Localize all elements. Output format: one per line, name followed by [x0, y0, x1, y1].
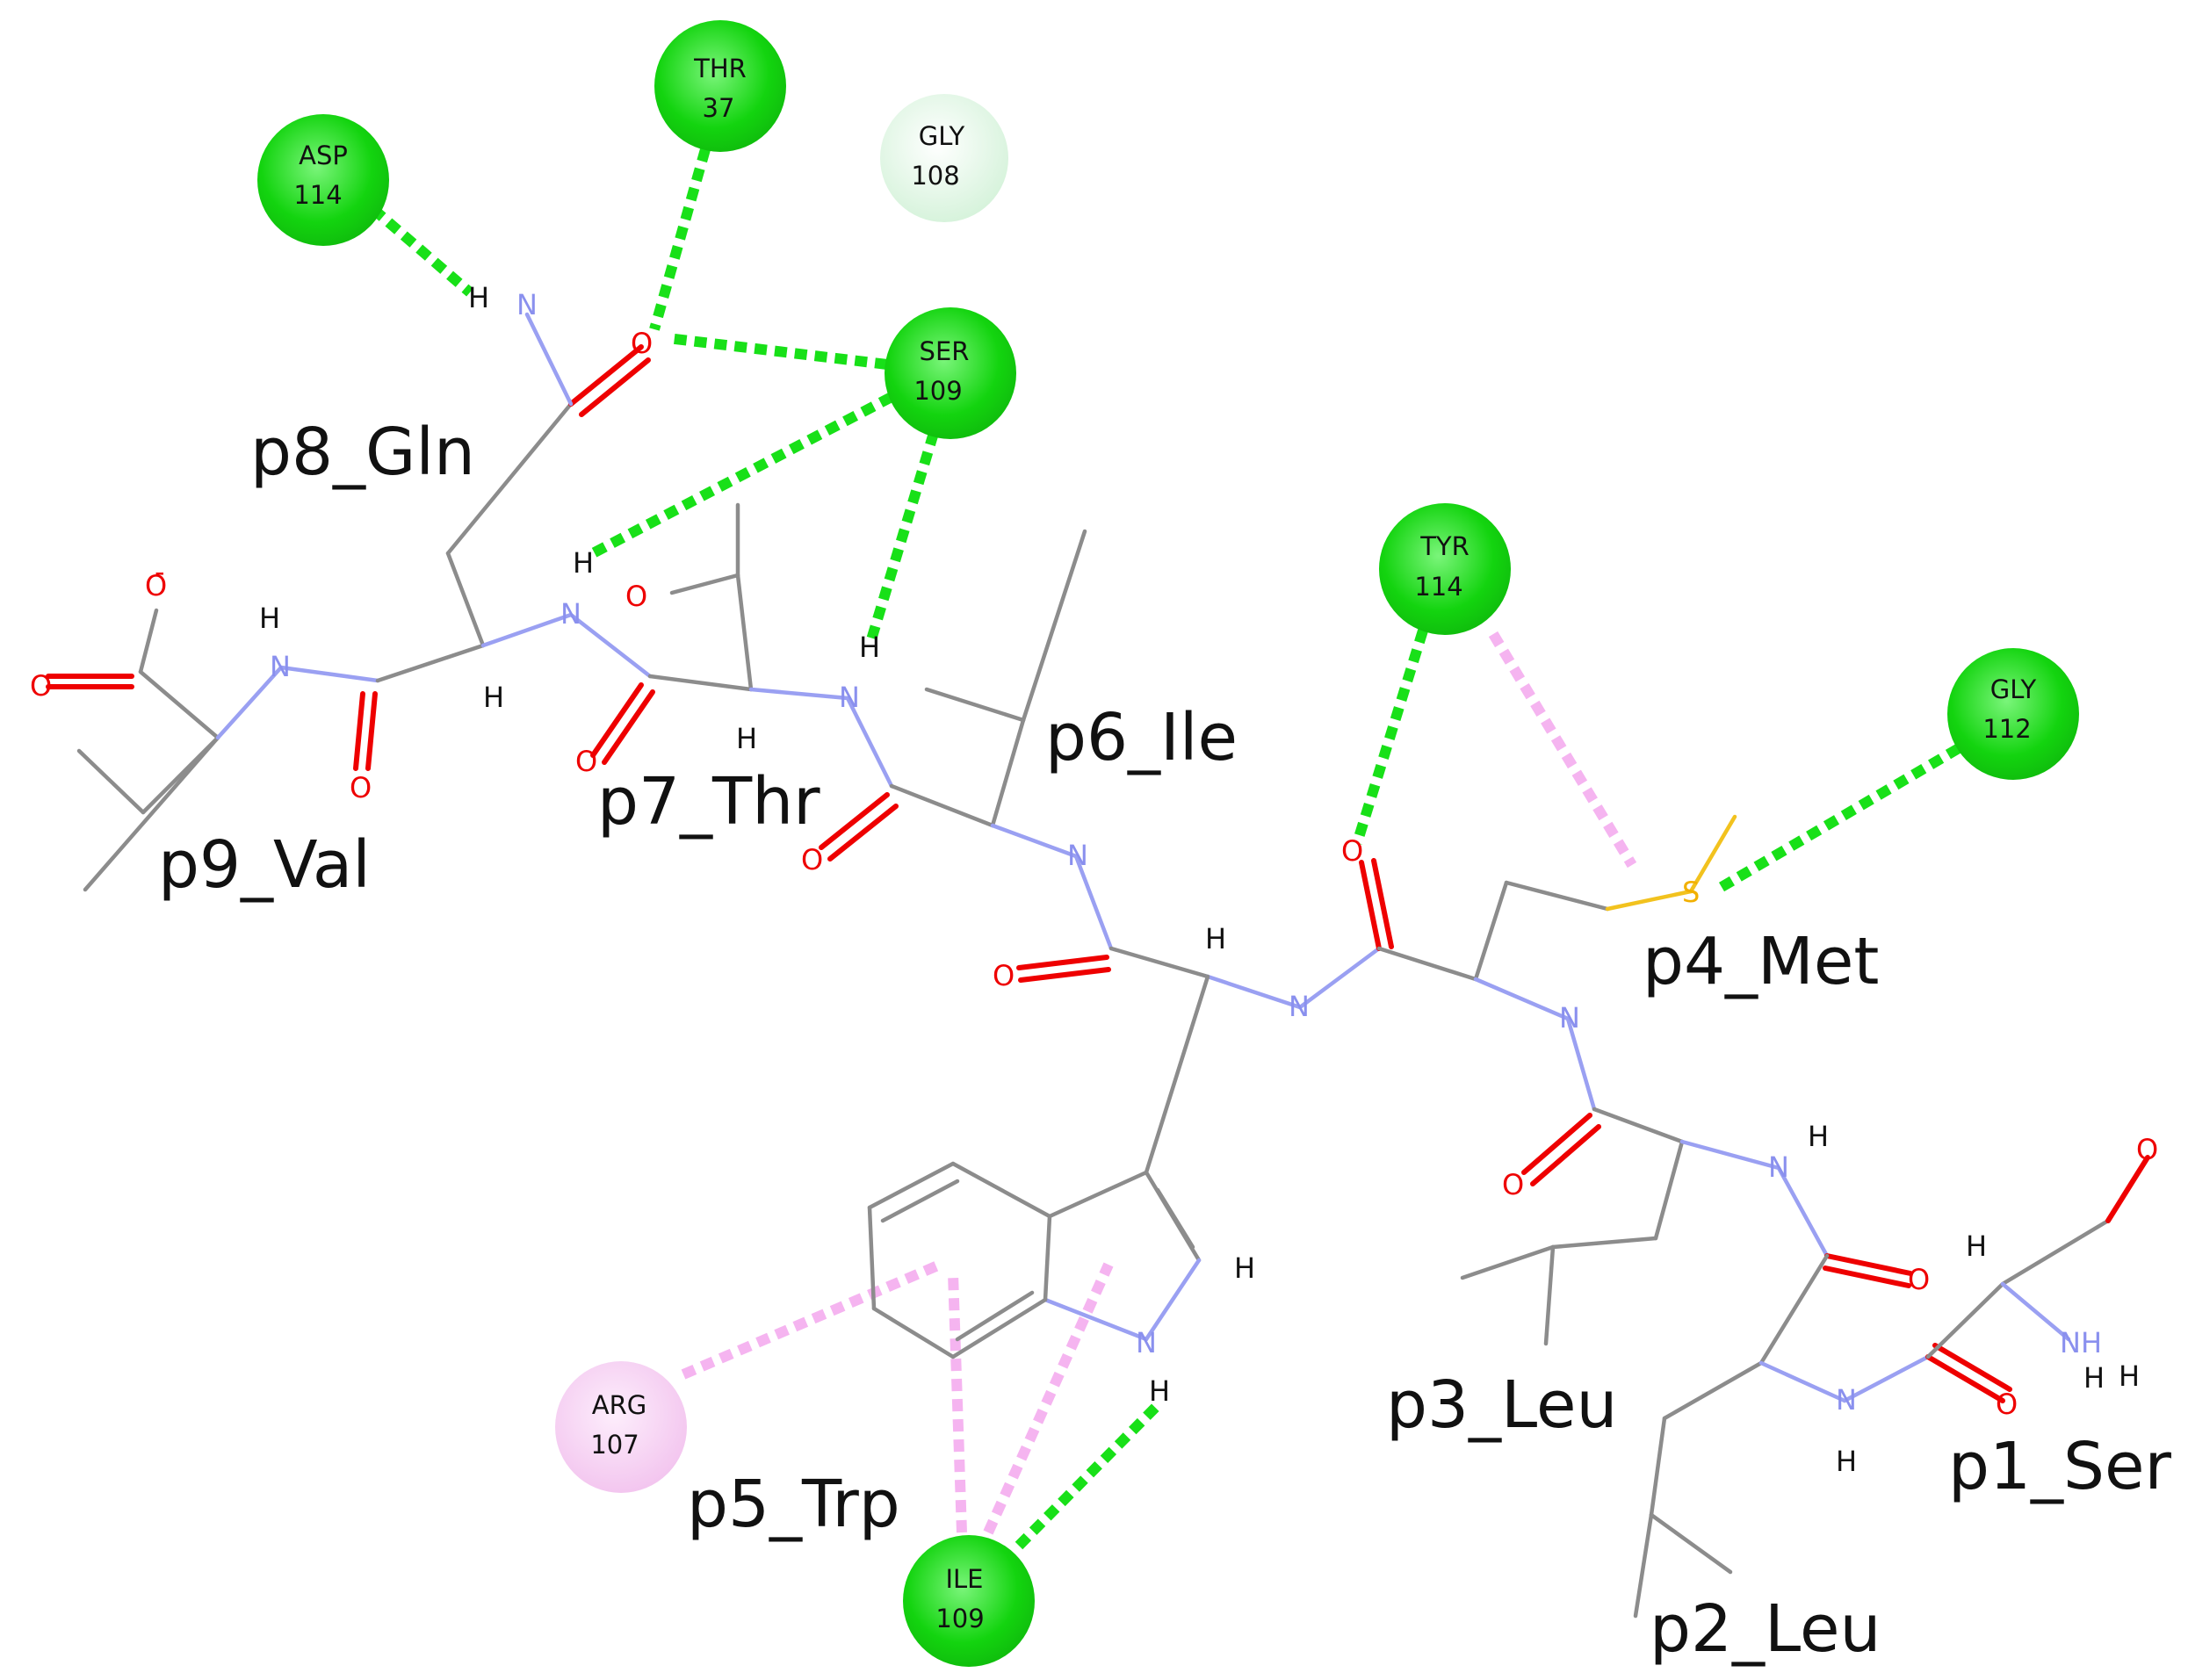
atom-n: N [1067, 839, 1088, 872]
atom-h: H [1149, 1374, 1170, 1408]
atom-n: N [516, 288, 538, 321]
pi-ile109-trp-a [948, 1273, 967, 1533]
residue-gly108: GLY 108 [880, 94, 1008, 222]
atom-o: O [993, 959, 1015, 992]
hbond-ser109-ile-nh [864, 431, 939, 647]
atom-n: N [839, 681, 860, 714]
atom-h: H [1966, 1229, 1987, 1263]
label-p6-ile: p6_Ile [1045, 700, 1238, 775]
residue-number: 114 [1414, 572, 1462, 602]
atom-charge: - [155, 555, 165, 588]
atom-n: N [1768, 1150, 1789, 1184]
residue-number: 108 [911, 161, 959, 191]
atom-h: H [1205, 922, 1226, 955]
hbond-ser109-thr-nh [590, 392, 894, 559]
atom-o: O [801, 843, 823, 876]
atom-h: H [1836, 1445, 1857, 1478]
residue-number: 37 [703, 93, 735, 123]
residue-number: 114 [293, 180, 342, 210]
residue-name: ARG [592, 1390, 646, 1420]
atom-h: H [1808, 1120, 1829, 1153]
label-p5-trp: p5_Trp [687, 1467, 900, 1542]
residue-gly112: GLY 112 [1947, 648, 2079, 780]
atom-h: H [573, 546, 594, 580]
pi-ile109-trp-b [983, 1262, 1114, 1535]
residue-ile109: ILE 109 [903, 1535, 1035, 1667]
residue-name: GLY [919, 121, 965, 151]
hbond-gly112-met-s [1718, 743, 1962, 892]
atom-o: O [1908, 1263, 1930, 1296]
residue-asp114: ASP 114 [257, 114, 389, 246]
atom-n: N [1289, 990, 1310, 1023]
residue-tyr114: TYR 114 [1379, 503, 1511, 635]
residue-number: 112 [1982, 714, 2031, 744]
label-p1-ser: p1_Ser [1948, 1429, 2172, 1504]
label-p9-val: p9_Val [158, 827, 371, 903]
residue-number: 107 [590, 1430, 639, 1460]
atom-n: N [560, 597, 581, 631]
atom-o: O [625, 580, 647, 613]
atom-o: O [145, 569, 167, 602]
atom-n: N [1136, 1326, 1157, 1359]
residue-name: TYR [1419, 531, 1469, 561]
atom-h: H [859, 631, 880, 664]
atom-o: O [2136, 1133, 2158, 1166]
atom-nh: NH [2060, 1326, 2102, 1359]
hbond-tyr114-met-o [1352, 629, 1428, 845]
atom-symbols: O O O O O O O O O O O O O - N N N N N N … [30, 281, 2158, 1478]
atom-h: H [468, 281, 489, 314]
hbond-ser109-gln-o [667, 333, 888, 370]
atom-h: H [483, 681, 504, 714]
label-p4-met: p4_Met [1643, 924, 1879, 999]
atom-h: H [259, 602, 280, 635]
atom-h: H [2083, 1361, 2105, 1395]
label-p7-thr: p7_Thr [597, 764, 820, 840]
atom-o: O [631, 327, 653, 360]
residue-name: THR [693, 54, 747, 83]
hbond-asp114-gln-nh [370, 205, 473, 297]
atom-o: O [350, 771, 372, 804]
atom-n: N [1559, 1001, 1580, 1035]
atom-h: H [2119, 1359, 2140, 1393]
label-p2-leu: p2_Leu [1650, 1591, 1881, 1667]
hbond-ile109-trp-nh [1015, 1401, 1162, 1550]
atom-n: N [1836, 1383, 1857, 1417]
atom-n: N [270, 650, 291, 683]
label-p8-gln: p8_Gln [250, 415, 475, 490]
atom-h: H [736, 722, 757, 755]
residue-ser109: SER 109 [885, 307, 1016, 439]
atom-h: H [1234, 1251, 1255, 1285]
residue-arg107: ARG 107 [555, 1361, 687, 1493]
hbond-thr37-gln-o [649, 148, 711, 331]
pi-tyr114-met-s [1488, 631, 1637, 869]
atom-o: O [1502, 1168, 1524, 1201]
residue-number: 109 [935, 1604, 984, 1633]
pi-arg107-trp [681, 1259, 942, 1380]
atom-s: S [1682, 876, 1700, 909]
label-p3-leu: p3_Leu [1386, 1367, 1617, 1443]
residue-name: GLY [1990, 674, 2037, 704]
atom-o: O [1996, 1388, 2018, 1421]
residue-name: SER [920, 336, 970, 366]
residue-name: ILE [945, 1564, 983, 1594]
ligand-bonds [46, 312, 2150, 1619]
peptide-labels: p8_Gln p9_Val p7_Thr p6_Ile p4_Met p3_Le… [158, 415, 2172, 1667]
interaction-lines [370, 148, 1962, 1550]
residue-thr37: THR 37 [654, 20, 786, 152]
residue-name: ASP [299, 141, 348, 170]
residue-number: 109 [913, 376, 962, 406]
atom-o: O [575, 745, 597, 778]
atom-o: O [1341, 834, 1363, 868]
atom-o: O [30, 669, 52, 703]
